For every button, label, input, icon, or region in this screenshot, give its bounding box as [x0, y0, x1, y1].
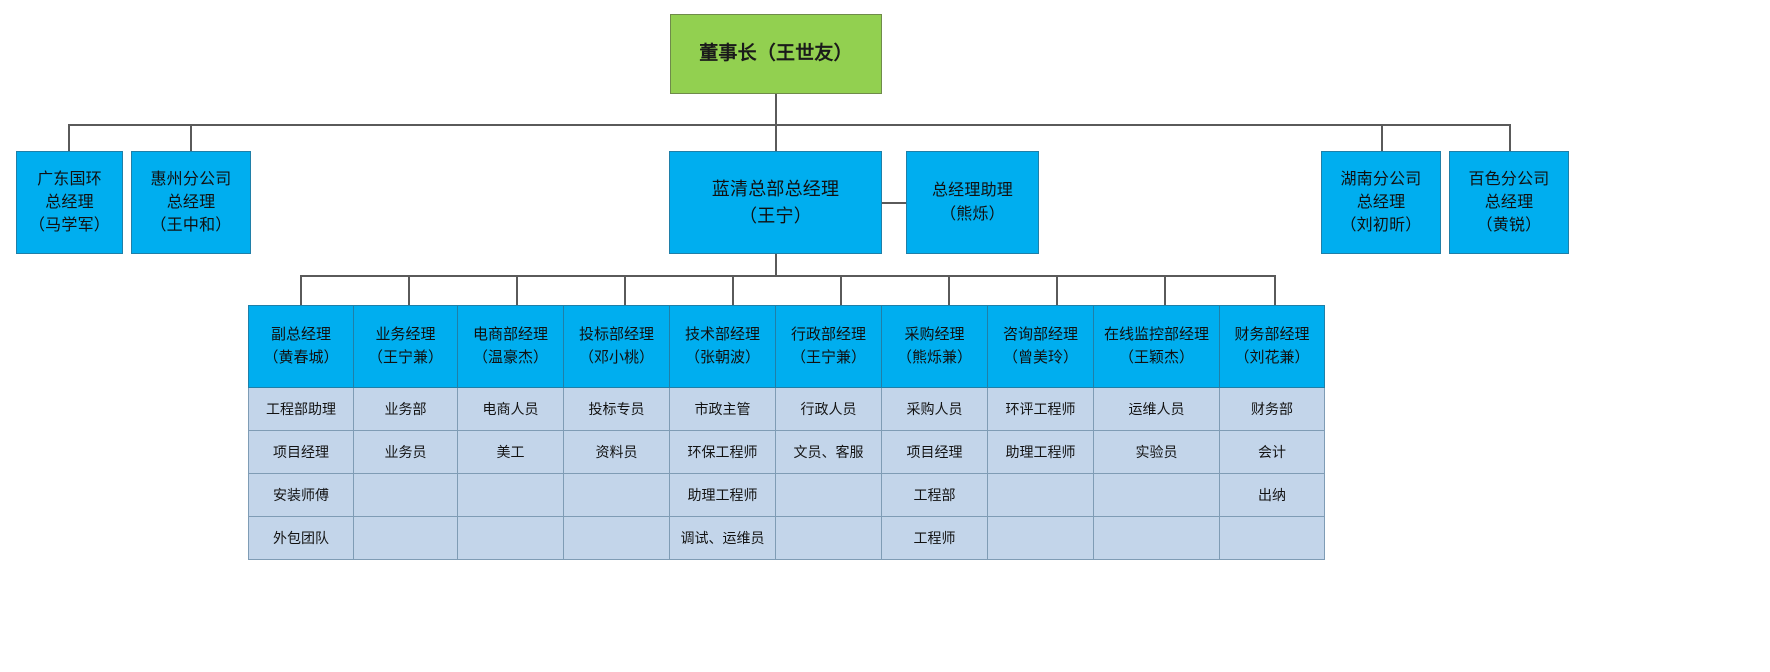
table-row: 工程部助理 业务部 电商人员 投标专员 市政主管 行政人员 采购人员 环评工程师…	[248, 387, 1325, 431]
connector-drop-huizhou	[190, 124, 192, 151]
connector-chairman-stem	[775, 94, 777, 125]
connector-department-bus	[300, 275, 1275, 277]
dept-cell: 投标专员	[563, 387, 670, 431]
dept-cell	[1093, 473, 1220, 517]
dept-header-finance[interactable]: 财务部经理 （刘花兼）	[1219, 305, 1325, 388]
connector-drop-baise	[1509, 124, 1511, 151]
node-hunan-branch-gm-label: 湖南分公司 总经理 （刘初昕）	[1340, 170, 1422, 235]
connector-drop-guangdong	[68, 124, 70, 151]
dept-header-administration[interactable]: 行政部经理 （王宁兼）	[775, 305, 882, 388]
dept-cell: 项目经理	[881, 430, 988, 474]
connector-hq-stem	[775, 254, 777, 276]
connector-drop-dept-10	[1274, 275, 1276, 305]
dept-cell: 行政人员	[775, 387, 882, 431]
dept-cell: 运维人员	[1093, 387, 1220, 431]
dept-cell	[457, 473, 564, 517]
node-guangdong-guohuan-gm-label: 广东国环 总经理 （马学军）	[28, 170, 110, 235]
dept-cell: 业务员	[353, 430, 458, 474]
dept-cell: 安装师傅	[248, 473, 354, 517]
dept-cell: 财务部	[1219, 387, 1325, 431]
connector-drop-dept-8	[1056, 275, 1058, 305]
dept-cell: 美工	[457, 430, 564, 474]
dept-header-technology[interactable]: 技术部经理 （张朝波）	[669, 305, 776, 388]
dept-header-bidding[interactable]: 投标部经理 （邓小桃）	[563, 305, 670, 388]
connector-drop-dept-2	[408, 275, 410, 305]
dept-header-procurement[interactable]: 采购经理 （熊烁兼）	[881, 305, 988, 388]
node-hq-general-manager[interactable]: 蓝清总部总经理 （王宁）	[669, 151, 882, 254]
dept-cell: 外包团队	[248, 516, 354, 560]
table-row: 外包团队 调试、运维员 工程师	[248, 516, 1325, 560]
dept-cell: 助理工程师	[987, 430, 1094, 474]
node-huizhou-branch-gm-label: 惠州分公司 总经理 （王中和）	[150, 170, 232, 235]
dept-cell: 环评工程师	[987, 387, 1094, 431]
dept-header-online-monitoring[interactable]: 在线监控部经理 （王颖杰）	[1093, 305, 1220, 388]
dept-cell	[987, 516, 1094, 560]
department-matrix: 副总经理 （黄春城） 业务经理 （王宁兼） 电商部经理 （温豪杰） 投标部经理 …	[248, 305, 1325, 560]
table-row: 项目经理 业务员 美工 资料员 环保工程师 文员、客服 项目经理 助理工程师 实…	[248, 430, 1325, 474]
dept-cell: 实验员	[1093, 430, 1220, 474]
dept-cell	[563, 473, 670, 517]
node-baise-branch-gm[interactable]: 百色分公司 总经理 （黄锐）	[1449, 151, 1569, 254]
node-huizhou-branch-gm[interactable]: 惠州分公司 总经理 （王中和）	[131, 151, 251, 254]
node-gm-assistant[interactable]: 总经理助理 （熊烁）	[906, 151, 1039, 254]
connector-level2-bus	[68, 124, 1511, 126]
node-chairman[interactable]: 董事长（王世友）	[670, 14, 882, 94]
dept-cell: 工程师	[881, 516, 988, 560]
dept-cell: 出纳	[1219, 473, 1325, 517]
dept-cell: 调试、运维员	[669, 516, 776, 560]
node-baise-branch-gm-label: 百色分公司 总经理 （黄锐）	[1468, 170, 1550, 235]
dept-cell: 会计	[1219, 430, 1325, 474]
connector-drop-dept-5	[732, 275, 734, 305]
dept-cell	[1219, 516, 1325, 560]
connector-drop-dept-6	[840, 275, 842, 305]
dept-header-ecommerce[interactable]: 电商部经理 （温豪杰）	[457, 305, 564, 388]
dept-cell	[353, 516, 458, 560]
connector-hq-to-assistant	[882, 202, 906, 204]
node-hunan-branch-gm[interactable]: 湖南分公司 总经理 （刘初昕）	[1321, 151, 1441, 254]
dept-cell: 助理工程师	[669, 473, 776, 517]
node-hq-general-manager-label: 蓝清总部总经理 （王宁）	[711, 179, 840, 226]
dept-cell: 市政主管	[669, 387, 776, 431]
dept-cell	[457, 516, 564, 560]
dept-header-business[interactable]: 业务经理 （王宁兼）	[353, 305, 458, 388]
dept-cell	[563, 516, 670, 560]
node-gm-assistant-label: 总经理助理 （熊烁）	[931, 182, 1013, 223]
dept-cell	[775, 473, 882, 517]
connector-drop-dept-4	[624, 275, 626, 305]
dept-cell: 文员、客服	[775, 430, 882, 474]
connector-drop-dept-7	[948, 275, 950, 305]
node-guangdong-guohuan-gm[interactable]: 广东国环 总经理 （马学军）	[16, 151, 123, 254]
dept-cell	[1093, 516, 1220, 560]
connector-drop-dept-9	[1164, 275, 1166, 305]
dept-cell: 电商人员	[457, 387, 564, 431]
dept-cell	[987, 473, 1094, 517]
dept-header-deputy-gm[interactable]: 副总经理 （黄春城）	[248, 305, 354, 388]
dept-cell: 资料员	[563, 430, 670, 474]
dept-cell	[353, 473, 458, 517]
dept-cell: 环保工程师	[669, 430, 776, 474]
table-row: 安装师傅 助理工程师 工程部 出纳	[248, 473, 1325, 517]
node-chairman-label: 董事长（王世友）	[699, 43, 853, 65]
dept-cell: 采购人员	[881, 387, 988, 431]
connector-drop-hunan	[1381, 124, 1383, 151]
connector-drop-dept-3	[516, 275, 518, 305]
dept-cell: 工程部	[881, 473, 988, 517]
dept-header-consulting[interactable]: 咨询部经理 （曾美玲）	[987, 305, 1094, 388]
connector-drop-headquarters	[775, 124, 777, 151]
dept-cell: 工程部助理	[248, 387, 354, 431]
dept-cell	[775, 516, 882, 560]
dept-cell: 项目经理	[248, 430, 354, 474]
department-header-row: 副总经理 （黄春城） 业务经理 （王宁兼） 电商部经理 （温豪杰） 投标部经理 …	[248, 305, 1325, 388]
dept-cell: 业务部	[353, 387, 458, 431]
connector-drop-dept-1	[300, 275, 302, 305]
